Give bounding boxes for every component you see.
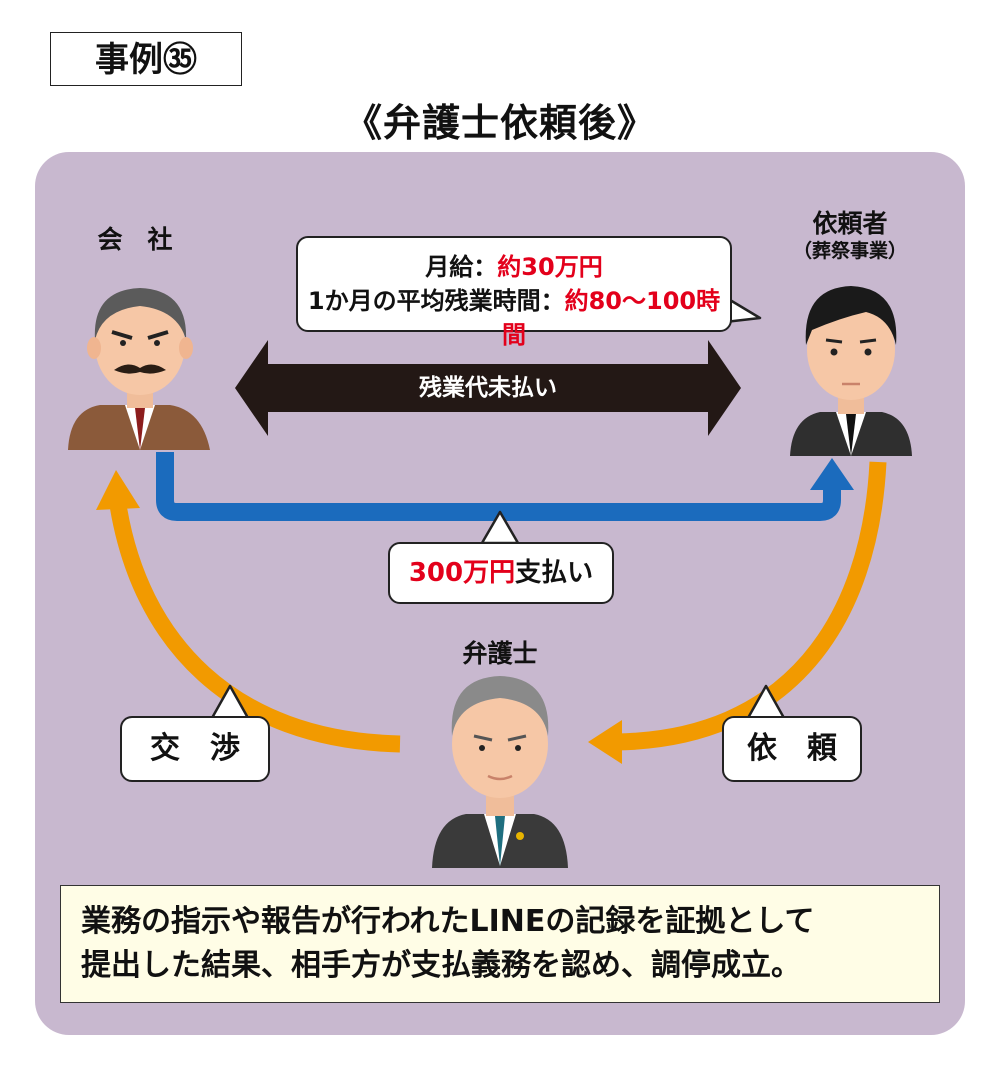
request-bubble: 依 頼: [722, 716, 862, 782]
salary-prefix: 月給：: [425, 253, 498, 281]
overtime-prefix: 1か月の平均残業時間：: [307, 287, 565, 315]
salary-line: 月給：約30万円: [298, 250, 730, 284]
negotiation-arrowhead: [96, 470, 140, 510]
summary-line-1: 業務の指示や報告が行われたLINEの記録を証拠として: [81, 904, 815, 939]
page-title: 《弁護士依頼後》: [343, 101, 656, 145]
client-icon: [790, 286, 912, 456]
overtime-line: 1か月の平均残業時間：約80〜100時間: [298, 284, 730, 352]
overtime-value: 約80〜100時間: [502, 287, 721, 349]
payment-arrow: [156, 452, 841, 521]
request-arrowhead: [588, 720, 622, 764]
client-sub-label: （葬祭事業）: [792, 240, 907, 262]
lawyer-label: 弁護士: [462, 639, 538, 668]
payment-bubble: 300万円支払い: [388, 542, 614, 604]
payment-suffix: 支払い: [515, 558, 594, 588]
payment-arrowhead: [810, 458, 854, 490]
unpaid-overtime-arrow: [235, 340, 741, 436]
company-label: 会 社: [97, 225, 173, 254]
salary-value: 約30万円: [497, 253, 603, 281]
summary-box: 業務の指示や報告が行われたLINEの記録を証拠として 提出した結果、相手方が支払…: [60, 885, 940, 1003]
case-label: 事例㉟: [50, 32, 242, 86]
client-label: 依頼者: [812, 209, 888, 238]
salary-bubble: 月給：約30万円 1か月の平均残業時間：約80〜100時間: [296, 236, 732, 349]
lawyer-icon: [432, 676, 568, 868]
company-boss-icon: [68, 288, 210, 450]
request-arrow: [614, 461, 887, 751]
negotiation-arrow: [109, 503, 401, 753]
summary-line-2: 提出した結果、相手方が支払義務を認め、調停成立。: [81, 948, 801, 983]
negotiation-bubble: 交 渉: [120, 716, 270, 782]
unpaid-overtime-label: 残業代未払い: [419, 375, 557, 401]
payment-amount: 300万円: [408, 558, 516, 588]
